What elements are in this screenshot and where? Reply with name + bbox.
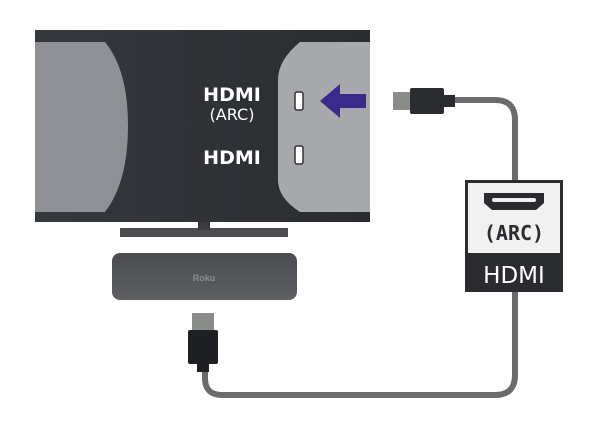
hdmi-cable-bottom (202, 292, 518, 398)
badge-arc-label: (ARC) (484, 221, 544, 245)
hdmi-port-icon (294, 91, 304, 111)
tv-left-panel (35, 42, 128, 212)
tv: HDMI (ARC) HDMI (35, 30, 370, 237)
arrow-left-icon (320, 84, 366, 118)
badge-hdmi-label: HDMI (483, 263, 545, 289)
port-label-hdmi-arc: HDMI (203, 84, 261, 106)
soundbar: Roku (112, 253, 297, 300)
port-label-hdmi: HDMI (203, 147, 261, 169)
hdmi-port-icon (294, 145, 304, 165)
tv-stand-neck (198, 220, 210, 230)
hdmi-arc-badge: (ARC) HDMI (465, 180, 563, 292)
tv-stand-base (120, 228, 288, 237)
soundbar-logo: Roku (193, 273, 216, 283)
hdmi-cable-top (455, 97, 518, 180)
tv-right-panel (278, 42, 370, 212)
hdmi-connector-icon (188, 313, 218, 372)
port-label-arc: (ARC) (210, 105, 255, 124)
hdmi-connector-icon (393, 88, 455, 114)
